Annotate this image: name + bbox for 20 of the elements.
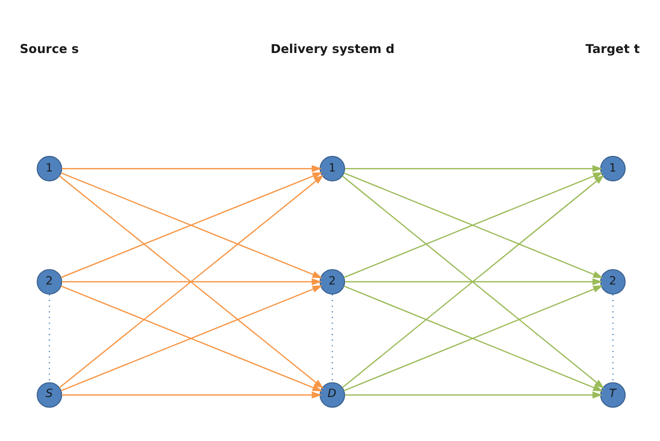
label: Target t	[586, 42, 640, 56]
label: Delivery system d	[270, 42, 395, 56]
arrow	[344, 165, 602, 172]
node-circle: T	[600, 382, 626, 408]
node-circle: 2	[600, 269, 626, 295]
node-circle: S	[36, 382, 62, 408]
arrow	[62, 165, 322, 172]
arrow	[344, 278, 602, 286]
arrow	[60, 172, 322, 278]
arrow	[62, 278, 322, 286]
node-circle: 1	[600, 156, 626, 182]
node-circle: 2	[320, 269, 346, 295]
node-circle: 1	[36, 156, 62, 182]
arrow	[344, 391, 602, 398]
node-circle: D	[320, 382, 346, 408]
arrow	[344, 172, 604, 278]
label: Source s	[20, 42, 79, 56]
arrow	[62, 391, 322, 398]
node-circle: 2	[36, 269, 62, 295]
node-circle: 1	[320, 156, 346, 182]
